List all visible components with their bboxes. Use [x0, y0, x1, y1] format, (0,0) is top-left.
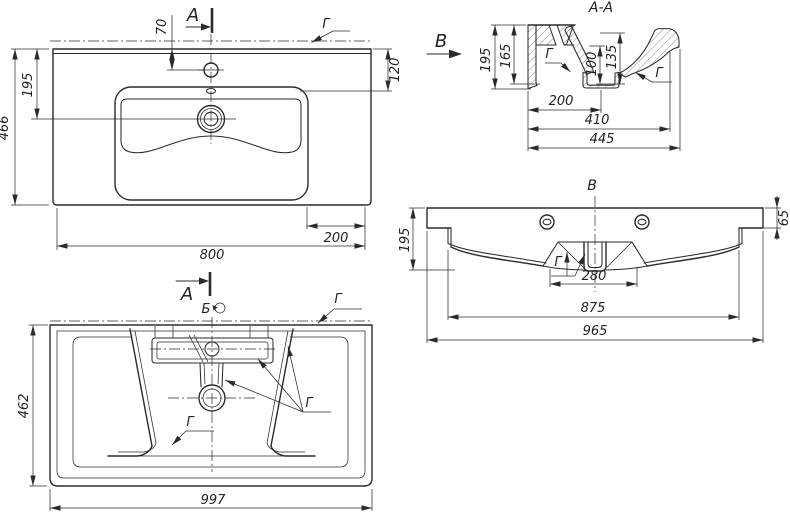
drain-recess-section — [582, 71, 620, 89]
section-surface-letter-left: Г — [545, 47, 554, 62]
dim-135-label: 135 — [605, 45, 620, 70]
detail-arrow-icon — [212, 305, 218, 311]
dim-997-label: 997 — [201, 493, 227, 508]
dim-410-label: 410 — [585, 113, 610, 128]
surface-letter-right: Г — [305, 396, 314, 411]
dim-445-label: 445 — [590, 132, 615, 147]
plan-surface-mark: Г — [311, 17, 350, 43]
view-b-marker: В — [426, 31, 462, 59]
section-arrow-icon — [201, 23, 211, 31]
front-surface-letter: Г — [554, 255, 563, 270]
dim-800-label: 800 — [200, 248, 225, 263]
view-b-letter: В — [435, 31, 447, 52]
drain-stub — [583, 241, 607, 272]
dim-70-label: 70 — [155, 19, 170, 36]
bowl-wall-left — [129, 328, 153, 447]
section-title: А-А — [588, 0, 613, 16]
dim-100-label: 100 — [585, 52, 600, 77]
surface-letter-top-right: Г — [334, 292, 343, 307]
mounting-hole-left — [539, 214, 555, 230]
dim-120-label: 120 — [388, 58, 403, 83]
dim-462-label: 462 — [17, 394, 32, 419]
plan-outline — [50, 40, 372, 206]
surface-letter-center: Г — [186, 415, 195, 430]
front-left-wing — [450, 246, 544, 267]
section-dimensions: 195 165 100 135 200 410 445 — [479, 24, 681, 151]
bottom-surface-marks: Г Г Г — [171, 292, 362, 446]
detail-letter: Б — [202, 302, 211, 317]
dim-195-label: 195 — [479, 48, 494, 73]
section-arrow-icon — [199, 277, 209, 285]
detail-marker-b: Б — [202, 302, 226, 317]
bottom-apron-contour — [72, 336, 349, 468]
front-view-b: В Г — [398, 178, 790, 343]
plan-dimensions: 466 195 70 120 200 800 — [0, 15, 403, 263]
plan-section-letter: А — [186, 5, 199, 26]
overflow-channel — [188, 334, 209, 363]
view-direction-arrow-icon — [449, 49, 462, 59]
dim-875-label: 875 — [581, 301, 606, 316]
section-material — [527, 24, 680, 90]
section-aa-view: А-А В Г Г 195 16 — [426, 0, 681, 151]
bottom-outer-contour — [49, 324, 373, 487]
leader-line — [311, 30, 350, 43]
front-view-title: В — [587, 178, 597, 194]
plan-basin-contour — [114, 86, 309, 201]
plan-surface-letter: Г — [322, 17, 331, 32]
dim-466-label: 466 — [0, 116, 12, 141]
dim-65-label: 65 — [777, 210, 790, 227]
section-surface-marks: Г Г — [545, 47, 672, 83]
plan-section-marker-a: А — [185, 5, 214, 33]
dim-280-label: 280 — [582, 269, 607, 284]
dim-965-label: 965 — [583, 324, 608, 339]
bottom-view: А Б Г Г Г 462 997 — [17, 272, 373, 511]
bottom-section-letter: А — [180, 284, 193, 305]
section-surface-letter-right: Г — [655, 66, 664, 81]
dim-165-label: 165 — [499, 44, 514, 69]
front-surface-mark: Г — [551, 252, 586, 277]
plan-view: А Г 466 195 70 120 200 800 — [0, 5, 403, 263]
front-wall-section — [618, 28, 680, 78]
front-dimensions: 195 65 280 875 965 — [398, 196, 790, 343]
mounting-hole-right — [634, 214, 650, 230]
bottom-dimensions: 462 997 — [17, 324, 373, 511]
front-outline — [426, 196, 764, 292]
bottom-outline — [49, 317, 373, 487]
dim-195-label: 195 — [398, 228, 413, 253]
bottom-ledge — [151, 337, 274, 364]
plan-outer-contour — [52, 48, 372, 206]
bottom-section-marker-a: А — [175, 272, 212, 305]
dim-200-label: 200 — [549, 94, 574, 109]
front-right-wing — [646, 246, 740, 267]
dim-195-label: 195 — [21, 73, 36, 98]
dim-200-label: 200 — [324, 231, 349, 246]
